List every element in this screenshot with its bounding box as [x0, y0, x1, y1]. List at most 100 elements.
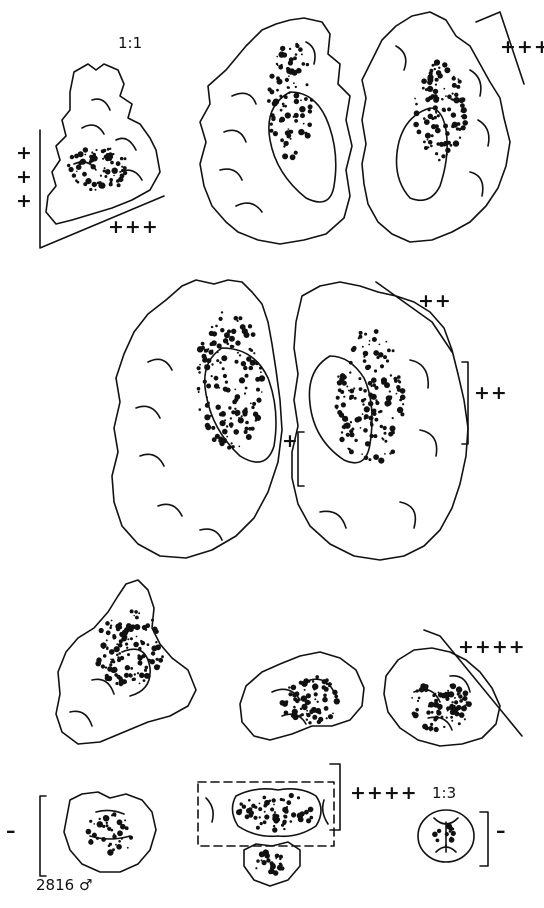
lesion-dot — [310, 816, 314, 820]
lesion-dot — [422, 87, 425, 90]
lesion-dot — [112, 635, 116, 639]
grade-label: ++ — [474, 384, 508, 403]
lesion-dot — [116, 654, 119, 657]
lesion-dot — [283, 828, 285, 830]
lesion-dot — [464, 718, 466, 720]
lesion-dot — [111, 620, 113, 622]
lesion-dot — [373, 454, 379, 460]
lesion-dot — [447, 107, 451, 111]
grade-label: ++ — [418, 292, 452, 311]
lesion-dot — [351, 347, 356, 352]
lesion-dot — [326, 717, 328, 719]
lesion-dot — [223, 338, 228, 343]
lesion-dot — [118, 652, 121, 655]
lesion-dot — [304, 810, 309, 815]
lesion-dot — [340, 373, 346, 379]
lesion-dot — [349, 371, 351, 373]
lesion-dot — [245, 387, 248, 390]
lesion-dot — [207, 402, 210, 405]
lesion-dot — [310, 710, 312, 712]
lesion-dot — [402, 403, 404, 405]
lesion-dot — [155, 641, 157, 643]
lesion-dot — [451, 701, 453, 703]
lesion-dot — [274, 811, 276, 813]
lesion-dot — [211, 426, 215, 430]
lesion-dot — [266, 858, 270, 862]
lesion-dot — [341, 402, 346, 407]
lesion-dot — [89, 842, 91, 844]
lesion-dot — [294, 691, 299, 696]
lesion-dot — [245, 421, 249, 425]
lesion-dot — [256, 859, 259, 862]
lesion-dot — [335, 405, 339, 409]
lesion-dot — [133, 615, 135, 617]
lesion-dot — [378, 458, 384, 464]
lesion-dot — [91, 151, 93, 153]
lesion-dot — [323, 694, 327, 698]
lesion-dot — [118, 622, 122, 626]
lesion-dot — [451, 831, 456, 836]
lesion-dot — [138, 647, 141, 650]
lesion-dot — [93, 823, 95, 825]
lesion-dot — [435, 84, 437, 86]
lesion-dot — [427, 139, 429, 141]
lesion-dot — [438, 692, 440, 694]
lesion-dot — [288, 128, 290, 130]
lesion-dot — [397, 388, 401, 392]
lesion-dot — [224, 332, 230, 338]
lesion-dot — [105, 666, 107, 668]
lesion-dot — [197, 366, 201, 370]
scale-label-bottom: 1:3 — [432, 786, 456, 801]
lesion-dot — [332, 690, 337, 695]
lesion-dot — [445, 131, 450, 136]
lesion-dot — [349, 389, 354, 394]
lesion-dot — [459, 137, 461, 139]
lesion-dot — [245, 374, 249, 378]
lesion-dot — [204, 349, 208, 353]
lesion-dot — [322, 697, 328, 703]
lesion-dot — [259, 803, 261, 805]
lesion-dot — [290, 154, 296, 160]
lesion-dot — [222, 429, 228, 435]
lesion-dot — [237, 352, 239, 354]
lesion-dot — [437, 705, 442, 710]
lesion-dot — [139, 673, 145, 679]
lesion-dot — [273, 804, 275, 806]
lesion-dot — [397, 407, 403, 413]
lesion-dot — [372, 337, 377, 342]
lesion-dot — [336, 396, 340, 400]
lesion-dot — [450, 716, 453, 719]
lesion-dot — [269, 129, 273, 133]
lesion-dot — [111, 659, 114, 662]
lesion-dot — [245, 427, 249, 431]
lesion-dot — [433, 105, 438, 110]
lesion-dot — [206, 396, 208, 398]
lesion-dot — [389, 390, 391, 392]
lesion-dot — [112, 848, 115, 851]
lesion-dot — [332, 713, 334, 715]
lesion-dot — [211, 363, 213, 365]
lesion-dot — [396, 393, 398, 395]
lesion-dot — [78, 151, 84, 157]
lesion-dot — [106, 822, 108, 824]
lesion-dot — [259, 367, 262, 370]
lesion-dot — [263, 804, 267, 808]
lesion-dot — [425, 133, 431, 139]
lesion-dot — [358, 377, 361, 380]
lesion-dot — [145, 666, 149, 670]
lesion-dot — [240, 324, 246, 330]
lesion-dot — [109, 649, 115, 655]
lesion-dot — [276, 89, 279, 92]
section-pons — [40, 792, 156, 876]
lesion-dot — [308, 109, 312, 113]
lesion-dot — [374, 369, 377, 372]
lesion-dot — [127, 653, 130, 656]
lesion-dot — [236, 809, 242, 815]
lesion-dot — [392, 417, 394, 419]
lesion-dot — [282, 820, 286, 824]
lesion-dot — [238, 316, 242, 320]
lesion-dot — [95, 149, 97, 151]
lesion-dot — [82, 172, 87, 177]
lesion-dot — [446, 153, 448, 155]
